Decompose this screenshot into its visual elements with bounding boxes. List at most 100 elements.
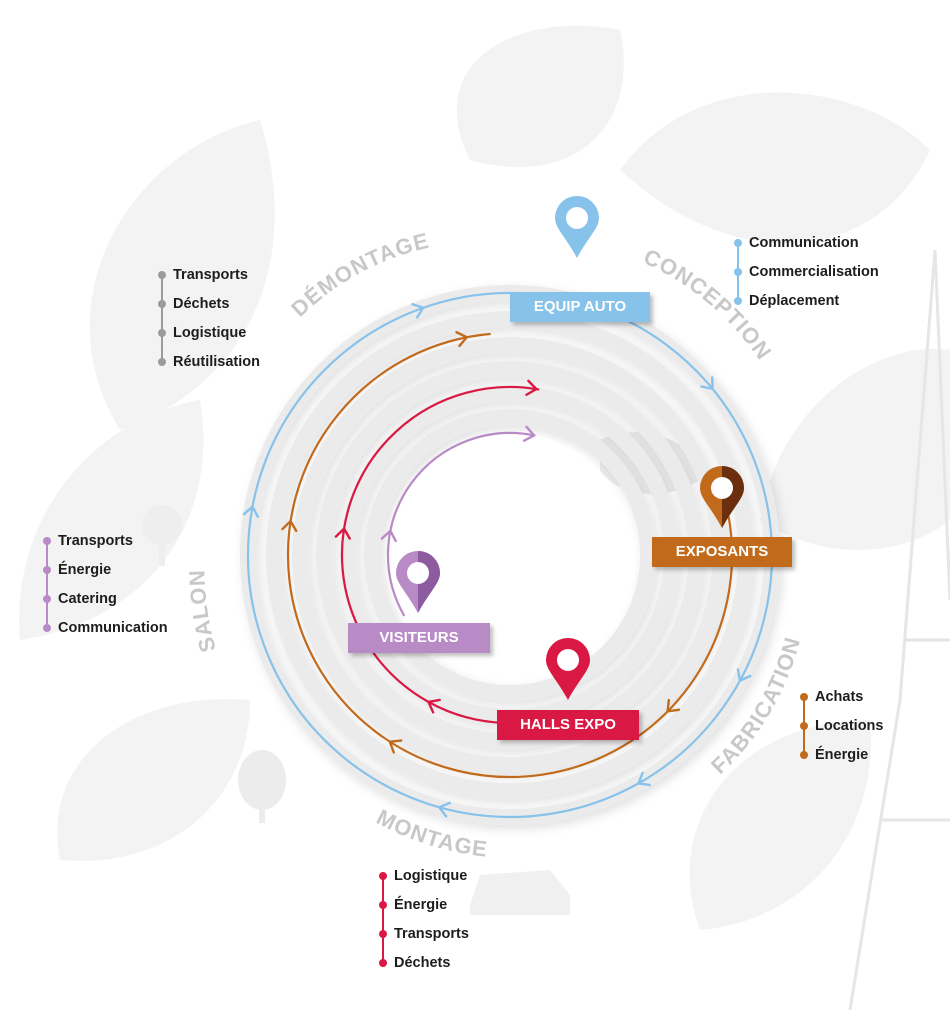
map-pin-icon bbox=[700, 466, 744, 528]
list-item: Catering bbox=[43, 591, 168, 620]
bullet-dot bbox=[734, 297, 742, 305]
list-item-label: Énergie bbox=[58, 562, 112, 578]
list-item: Commercialisation bbox=[734, 264, 879, 293]
badge-halls-expo: HALLS EXPO bbox=[497, 710, 639, 740]
list-item: Communication bbox=[734, 235, 879, 264]
list-item-label: Énergie bbox=[815, 747, 869, 763]
leaf-icon bbox=[19, 400, 204, 640]
leaf-icon bbox=[89, 120, 275, 430]
list-item-label: Logistique bbox=[173, 325, 247, 341]
leaf-icon bbox=[760, 348, 950, 550]
background-leaves bbox=[19, 25, 950, 930]
flow-arc-red bbox=[340, 385, 568, 725]
bullet-dot bbox=[158, 300, 166, 308]
list-connector-line bbox=[382, 876, 384, 963]
bullet-dot bbox=[43, 537, 51, 545]
list-item-label: Déchets bbox=[394, 955, 451, 971]
map-pin-icon bbox=[555, 196, 599, 258]
list-item: Transports bbox=[379, 926, 469, 955]
list-item-label: Réutilisation bbox=[173, 354, 261, 370]
list-item: Énergie bbox=[379, 897, 469, 926]
bullet-dot bbox=[379, 930, 387, 938]
arrowhead bbox=[438, 801, 451, 818]
badge-equip-auto: EQUIP AUTO bbox=[510, 292, 650, 322]
bullet-dot bbox=[734, 268, 742, 276]
flow-arcs bbox=[242, 291, 774, 819]
arrowhead bbox=[525, 379, 538, 396]
bullet-dot bbox=[43, 595, 51, 603]
center-disc bbox=[388, 433, 632, 677]
bullet-dot bbox=[379, 959, 387, 967]
list-item-label: Logistique bbox=[394, 868, 468, 884]
badge-visiteurs: VISITEURS bbox=[348, 623, 490, 653]
bullet-dot bbox=[800, 751, 808, 759]
list-item: Énergie bbox=[43, 562, 168, 591]
flow-arc-blue bbox=[246, 291, 774, 819]
arrowhead bbox=[380, 529, 397, 543]
leaf-icon bbox=[57, 699, 250, 861]
map-pin-icon bbox=[546, 638, 590, 700]
list-item-label: Commercialisation bbox=[749, 264, 879, 280]
bullet-dot bbox=[800, 693, 808, 701]
tree-icon bbox=[142, 505, 182, 566]
leaf-icon bbox=[689, 720, 871, 930]
eiffel-tower-icon bbox=[848, 249, 950, 1011]
list-item: Réutilisation bbox=[158, 354, 260, 383]
list-item: Achats bbox=[800, 689, 883, 718]
arrowhead bbox=[522, 425, 536, 442]
list-item: Déchets bbox=[379, 955, 469, 984]
arrowhead bbox=[700, 376, 714, 391]
badge-exposants: EXPOSANTS bbox=[652, 537, 792, 567]
list-connector-line bbox=[46, 541, 48, 628]
list-item: Locations bbox=[800, 718, 883, 747]
leaf-icon bbox=[620, 92, 930, 244]
bullet-dot bbox=[158, 358, 166, 366]
list-connector-line bbox=[161, 275, 163, 362]
list-item: Communication bbox=[43, 620, 168, 649]
list-item: Logistique bbox=[158, 325, 260, 354]
list-item-label: Locations bbox=[815, 718, 884, 734]
arrowhead bbox=[411, 303, 425, 319]
arrowhead bbox=[455, 331, 468, 348]
arrowhead bbox=[666, 698, 681, 713]
arrowhead bbox=[427, 698, 441, 714]
list-item-label: Achats bbox=[815, 689, 864, 705]
arrowhead bbox=[281, 519, 298, 533]
bullet-dot bbox=[158, 329, 166, 337]
car-icon bbox=[470, 870, 570, 915]
list-item-label: Énergie bbox=[394, 897, 448, 913]
flow-arc-orange bbox=[286, 332, 734, 779]
map-pin-icon bbox=[396, 551, 440, 613]
bullet-dot bbox=[379, 901, 387, 909]
flow-arc-purple bbox=[386, 431, 536, 617]
arrowhead bbox=[242, 505, 260, 518]
list-item-label: Transports bbox=[173, 267, 248, 283]
list-item-label: Transports bbox=[58, 533, 133, 549]
arrowhead bbox=[388, 739, 403, 754]
bullet-dot bbox=[43, 624, 51, 632]
bullet-dot bbox=[379, 872, 387, 880]
list-item: Déchets bbox=[158, 296, 260, 325]
tree-icon bbox=[238, 750, 286, 823]
list-item: Transports bbox=[43, 533, 168, 562]
list-item-label: Transports bbox=[394, 926, 469, 942]
arrowhead bbox=[736, 668, 752, 682]
bullet-dot bbox=[43, 566, 51, 574]
list-item: Transports bbox=[158, 267, 260, 296]
list-item-label: Communication bbox=[749, 235, 859, 251]
leaf-icon bbox=[456, 25, 624, 168]
list-item-label: Déchets bbox=[173, 296, 230, 312]
arrowhead bbox=[637, 771, 651, 787]
list-item-label: Catering bbox=[58, 591, 117, 607]
arrowhead bbox=[334, 527, 351, 540]
bullet-dot bbox=[800, 722, 808, 730]
bullet-dot bbox=[158, 271, 166, 279]
list-item-label: Communication bbox=[58, 620, 168, 636]
